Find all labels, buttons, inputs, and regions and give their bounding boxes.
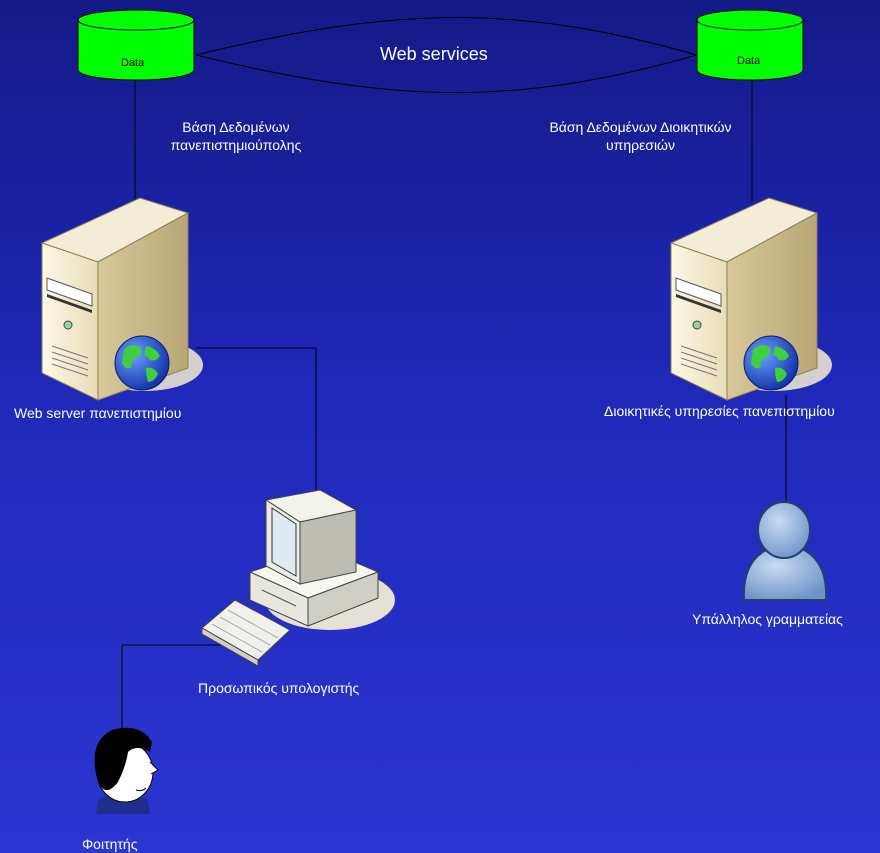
server-left-caption: Web server πανεπιστημίου	[14, 405, 182, 421]
database-left-label: Data	[121, 57, 145, 69]
user-silhouette-icon	[742, 501, 828, 601]
database-right-caption: Βάση Δεδομένων Διοικητικών υπηρεσιών	[528, 118, 753, 154]
database-left-caption-line1: Βάση Δεδομένων	[182, 119, 290, 135]
database-left-caption-line2: πανεπιστημιούπολης	[170, 137, 302, 153]
database-right-label: Data	[737, 55, 761, 67]
clerk-caption: Υπάλληλος γραμματείας	[692, 611, 843, 627]
database-left-caption: Βάση Δεδομένων πανεπιστημιούπολης	[163, 118, 309, 154]
web-services-label: Web services	[380, 44, 488, 64]
web-services-link-top	[195, 17, 698, 56]
web-server-icon	[40, 197, 203, 401]
workstation-caption: Προσωπικός υπολογιστής	[198, 680, 360, 696]
student-caption: Φοιτητής	[82, 836, 138, 852]
person-icon	[94, 727, 159, 814]
connector-lines	[121, 17, 787, 733]
database-left	[77, 9, 195, 81]
database-right-caption-line2: υπηρεσιών	[606, 137, 675, 153]
server-right-caption: Διοικητικές υπηρεσίες πανεπιστημίου	[604, 403, 835, 419]
database-right-caption-line1: Βάση Δεδομένων Διοικητικών	[549, 119, 732, 135]
desktop-computer-icon	[201, 489, 395, 667]
database-right	[696, 9, 804, 81]
admin-server-icon	[669, 197, 832, 401]
web-services-link-bottom	[195, 54, 698, 93]
